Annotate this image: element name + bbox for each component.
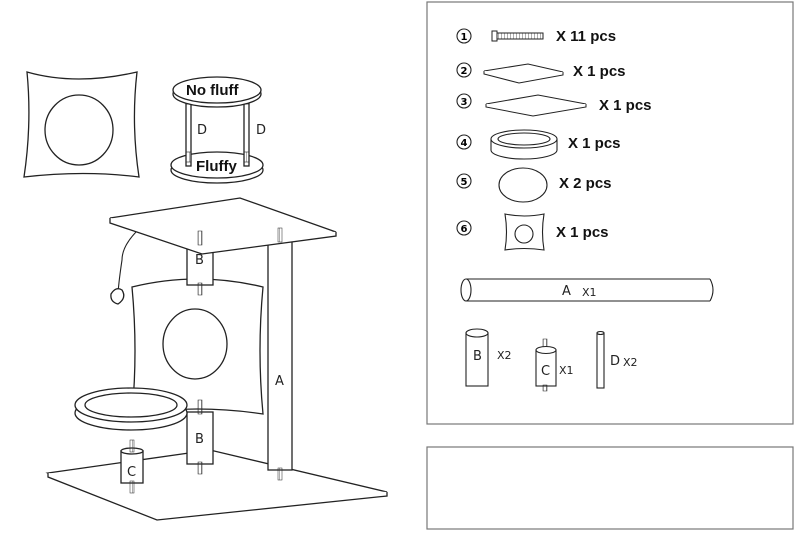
post-c-icon [535,338,557,392]
hole-panel-icon [504,213,545,251]
part-number: 2 [461,66,468,77]
part-number: 3 [461,97,468,108]
rod-d-right-label: D [256,123,266,138]
part-row-2: 2 X 1 pcs [456,62,626,84]
empty-box-panel [426,446,794,530]
part-row-1: 1 X 11 pcs [456,28,616,45]
number-circle [456,93,472,109]
post-a-part: A X1 [460,278,714,302]
post-d-part: D X2 [596,330,638,389]
post-c-letter: C [541,364,550,379]
part-row-5: 5 X 2 pcs [456,167,612,203]
post-b-icon [465,328,489,387]
part-row-4: 4 X 1 pcs [456,129,621,160]
post-b-part: B X2 [465,328,512,387]
platform-detail-drawing [170,76,264,184]
part-quantity: X 1 pcs [556,224,609,241]
number-circle [456,62,472,78]
part-row-3: 3 X 1 pcs [456,93,652,117]
part-number: 5 [461,177,468,188]
part-quantity: X 2 pcs [559,175,612,192]
number-circle [456,28,472,44]
rod-d-left-label: D [197,123,207,138]
post-a-icon [460,278,714,302]
post-b-quantity: X2 [497,349,512,362]
post-d-icon [596,330,605,389]
large-board-icon [485,94,587,117]
fluffy-label: Fluffy [196,158,237,175]
post-c-quantity: X1 [559,364,574,377]
round-bed-icon [490,129,558,160]
number-circle [456,173,472,189]
post-c-label: C [127,465,136,480]
small-board-icon [483,63,564,84]
no-fluff-label: No fluff [186,82,239,99]
post-d-letter: D [610,354,620,369]
part-quantity: X 1 pcs [599,97,652,114]
screw-icon [491,30,544,42]
number-circle [456,134,472,150]
post-a-label: A [275,374,284,389]
part-quantity: X 1 pcs [568,135,621,152]
part-quantity: X 11 pcs [556,28,616,45]
part-number: 1 [461,32,468,43]
parts-list-panel [426,1,794,425]
number-circle [456,220,472,236]
post-b-letter: B [473,349,482,364]
part-number: 6 [461,224,468,235]
round-disc-icon [498,167,548,203]
post-a-quantity: X1 [582,286,597,299]
part-row-6: 6 X 1 pcs [456,213,609,251]
assembled-cat-tree [45,197,388,521]
post-b-lower-label: B [195,432,204,447]
side-panel-drawing [23,71,140,178]
post-d-quantity: X2 [623,356,638,369]
post-a-letter: A [562,284,571,299]
post-c-part: C X1 [535,338,574,392]
part-number: 4 [461,138,468,149]
part-quantity: X 1 pcs [573,63,626,80]
post-b-upper-label: B [195,253,204,268]
